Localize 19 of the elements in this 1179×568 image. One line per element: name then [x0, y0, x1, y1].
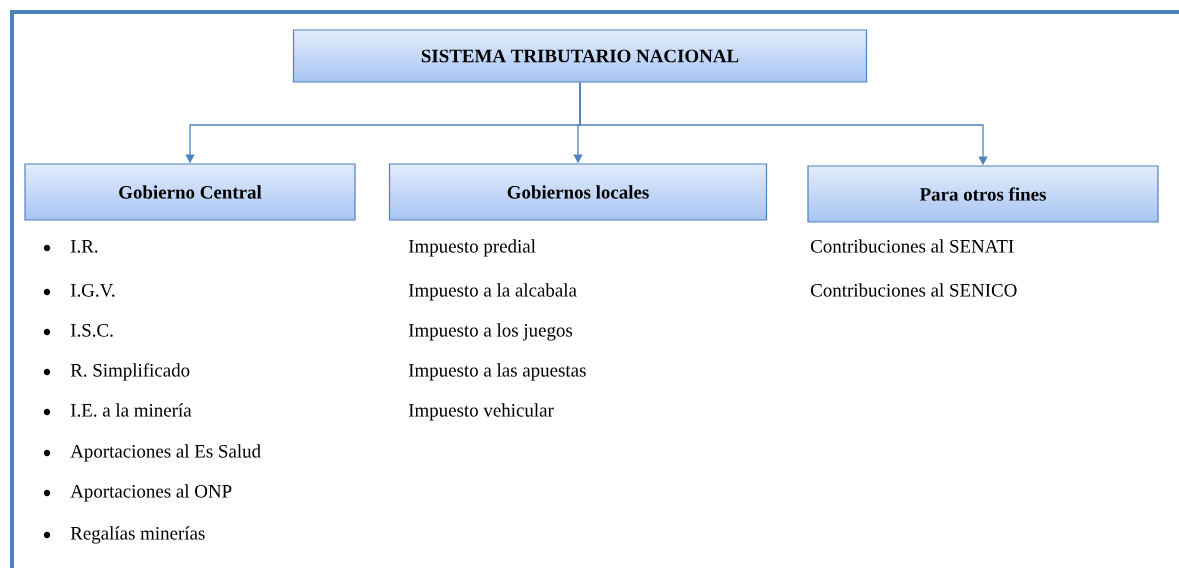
list-item: Regalías minerías	[43, 526, 205, 544]
list-item: Aportaciones al ONP	[43, 484, 232, 502]
list-item: I.G.V.	[43, 283, 115, 297]
category-box: Para otros fines	[807, 165, 1159, 223]
list-item: I.R.	[43, 240, 98, 253]
list-item: R. Simplificado	[43, 363, 190, 381]
list-item: Impuesto vehicular	[408, 403, 554, 421]
category-box: Gobierno Central	[24, 163, 356, 221]
list-item: Impuesto a las apuestas	[408, 363, 586, 381]
list-item: Aportaciones al Es Salud	[43, 444, 261, 462]
category-box: Gobiernos locales	[388, 163, 768, 221]
list-item: Impuesto predial	[408, 239, 536, 257]
category-box: SISTEMA TRIBUTARIO NACIONAL	[292, 29, 868, 83]
list-item: I.S.C.	[43, 323, 113, 337]
list-item: I.E. a la minería	[43, 403, 192, 417]
list-item: Impuesto a los juegos	[408, 323, 573, 341]
list-item: Contribuciones al SENATI	[811, 239, 1014, 253]
list-item: Contribuciones al SENICO	[811, 283, 1017, 297]
list-item: Impuesto a la alcabala	[408, 283, 577, 301]
